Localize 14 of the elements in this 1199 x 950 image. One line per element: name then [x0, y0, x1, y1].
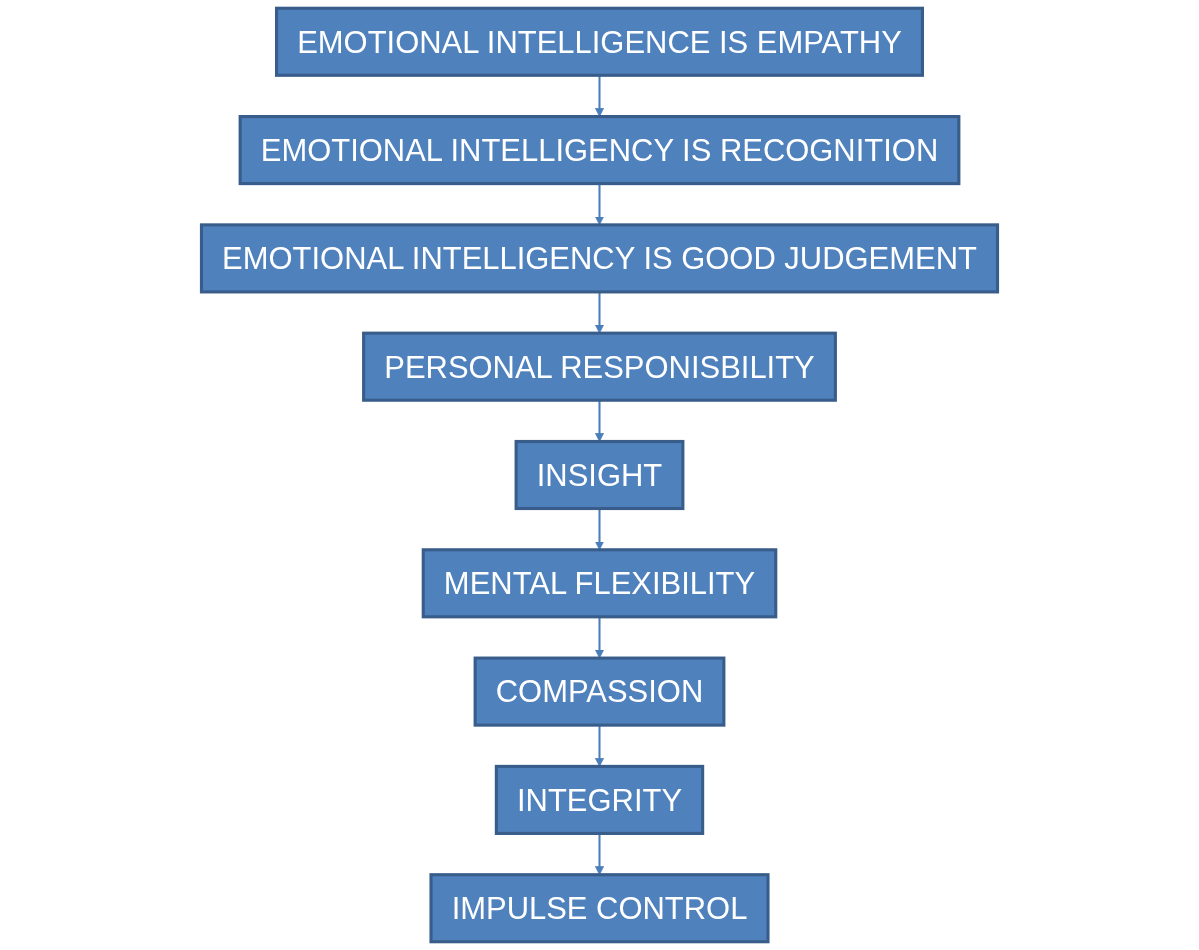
arrow [594, 291, 605, 334]
arrow [594, 400, 605, 442]
node-box: EMOTIONAL INTELLIGENCY IS GOOD JUDGEMENT [199, 223, 1000, 294]
node-box: IMPULSE CONTROL [429, 873, 770, 944]
node-box: INSIGHT [514, 439, 685, 511]
node-box: INTEGRITY [494, 764, 705, 835]
arrow [594, 616, 605, 659]
node-box: EMOTIONAL INTELLIGENCE IS EMPATHY [275, 6, 924, 77]
arrow [594, 725, 605, 767]
node-box: PERSONAL RESPONISBILITY [362, 331, 837, 402]
node-box: COMPASSION [473, 656, 726, 727]
node-box: EMOTIONAL INTELLIGENCY IS RECOGNITION [238, 115, 961, 186]
arrow [594, 75, 605, 117]
node-box: MENTAL FLEXIBILITY [421, 548, 778, 619]
